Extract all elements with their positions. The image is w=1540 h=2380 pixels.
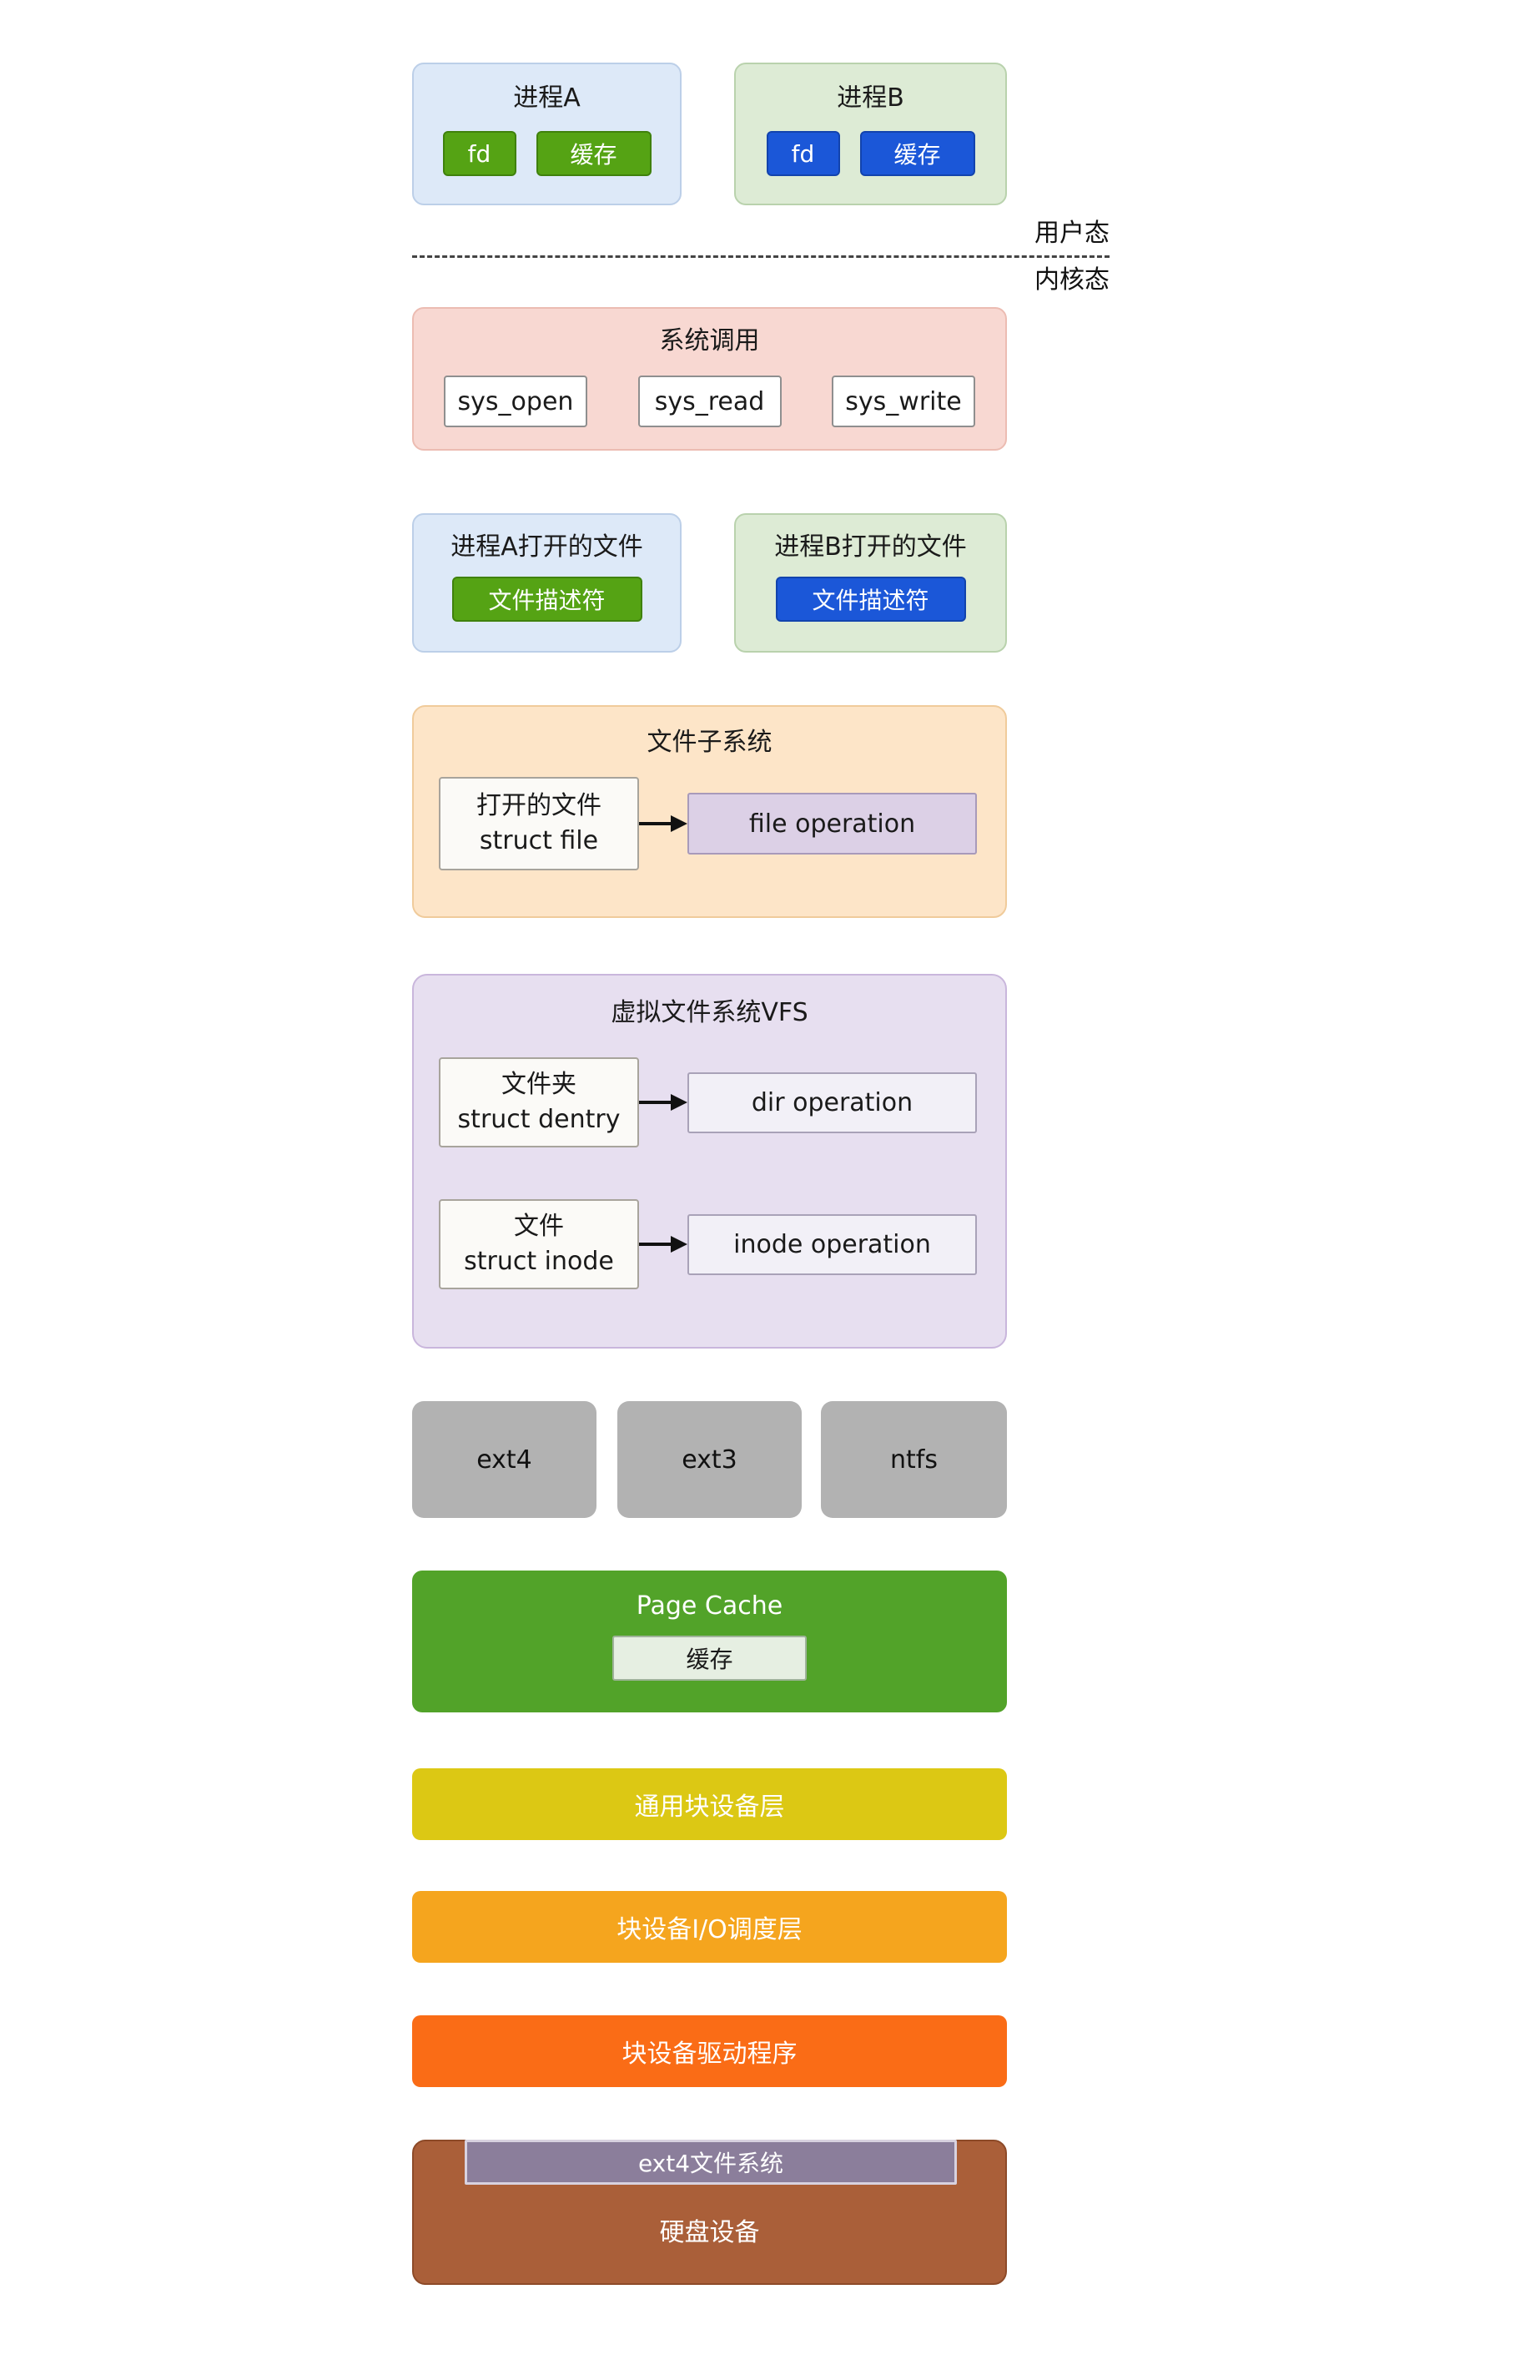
file-subsystem-box: 文件子系统 打开的文件 struct file file operation — [412, 705, 1007, 918]
filesystem-ntfs-box: ntfs — [821, 1401, 1007, 1518]
process-a-open-files-box: 进程A打开的文件 文件描述符 — [412, 513, 682, 653]
process-a-file-descriptor-chip: 文件描述符 — [451, 577, 642, 622]
sys-read-box: sys_read — [637, 376, 782, 427]
struct-inode-line2: struct inode — [464, 1247, 614, 1276]
disk-device-box: ext4文件系统 硬盘设备 — [412, 2140, 1007, 2285]
kernel-mode-label: 内核态 — [1034, 265, 1110, 295]
io-scheduler-layer-bar: 块设备I/O调度层 — [412, 1891, 1007, 1963]
vfs-title: 虚拟文件系统VFS — [611, 998, 808, 1027]
sys-open-box: sys_open — [444, 376, 587, 427]
process-b-file-descriptor-chip: 文件描述符 — [775, 577, 966, 622]
file-operation-box: file operation — [687, 793, 977, 855]
struct-file-line1: 打开的文件 — [476, 791, 601, 820]
block-driver-layer-bar: 块设备驱动程序 — [412, 2015, 1007, 2087]
syscall-title: 系统调用 — [659, 326, 760, 355]
syscall-box: 系统调用 sys_open sys_read sys_write — [412, 307, 1007, 451]
syscall-row: sys_open sys_read sys_write — [414, 376, 1005, 427]
page-cache-cache-chip: 缓存 — [612, 1636, 807, 1681]
mode-separator-dashed-line — [412, 255, 1110, 258]
page-cache-title: Page Cache — [636, 1591, 783, 1621]
struct-dentry-box: 文件夹 struct dentry — [439, 1057, 639, 1147]
process-b-fd-chip: fd — [766, 131, 840, 176]
user-mode-label: 用户态 — [1034, 219, 1110, 248]
inode-operation-box: inode operation — [687, 1213, 977, 1275]
struct-dentry-line2: struct dentry — [457, 1105, 621, 1134]
generic-block-layer-bar: 通用块设备层 — [412, 1768, 1007, 1840]
struct-dentry-line1: 文件夹 — [501, 1070, 576, 1099]
filesystem-ext3-box: ext3 — [617, 1401, 802, 1518]
process-b-box: 进程B fd 缓存 — [734, 63, 1007, 205]
process-a-fd-chip: fd — [442, 131, 516, 176]
process-a-box: 进程A fd 缓存 — [412, 63, 682, 205]
arrow-right-icon — [639, 1094, 687, 1111]
file-subsystem-row: 打开的文件 struct file file operation — [414, 777, 1005, 870]
sys-write-box: sys_write — [832, 376, 975, 427]
struct-inode-line1: 文件 — [514, 1212, 564, 1241]
process-a-title: 进程A — [513, 83, 581, 113]
process-a-open-files-title: 进程A打开的文件 — [450, 532, 643, 562]
arrow-right-icon — [639, 815, 687, 832]
arrow-right-icon — [639, 1236, 687, 1253]
process-b-chip-row: fd 缓存 — [766, 131, 975, 176]
struct-inode-box: 文件 struct inode — [439, 1199, 639, 1289]
process-a-chip-row: fd 缓存 — [442, 131, 652, 176]
ext4-filesystem-bar: ext4文件系统 — [465, 2140, 957, 2185]
struct-file-line2: struct file — [479, 826, 599, 855]
process-b-title: 进程B — [837, 83, 904, 113]
process-b-cache-chip: 缓存 — [859, 131, 975, 176]
struct-file-box: 打开的文件 struct file — [439, 777, 639, 870]
process-a-cache-chip: 缓存 — [536, 131, 652, 176]
vfs-box: 虚拟文件系统VFS 文件夹 struct dentry dir operatio… — [412, 974, 1007, 1349]
file-subsystem-title: 文件子系统 — [647, 728, 773, 757]
dir-operation-box: dir operation — [687, 1072, 977, 1133]
page-cache-box: Page Cache 缓存 — [412, 1571, 1007, 1712]
vfs-dentry-row: 文件夹 struct dentry dir operation — [414, 1057, 1005, 1147]
vfs-inode-row: 文件 struct inode inode operation — [414, 1199, 1005, 1289]
filesystem-ext4-box: ext4 — [412, 1401, 596, 1518]
process-b-open-files-title: 进程B打开的文件 — [774, 532, 967, 562]
process-b-open-files-box: 进程B打开的文件 文件描述符 — [734, 513, 1007, 653]
disk-device-label: 硬盘设备 — [659, 2218, 760, 2247]
